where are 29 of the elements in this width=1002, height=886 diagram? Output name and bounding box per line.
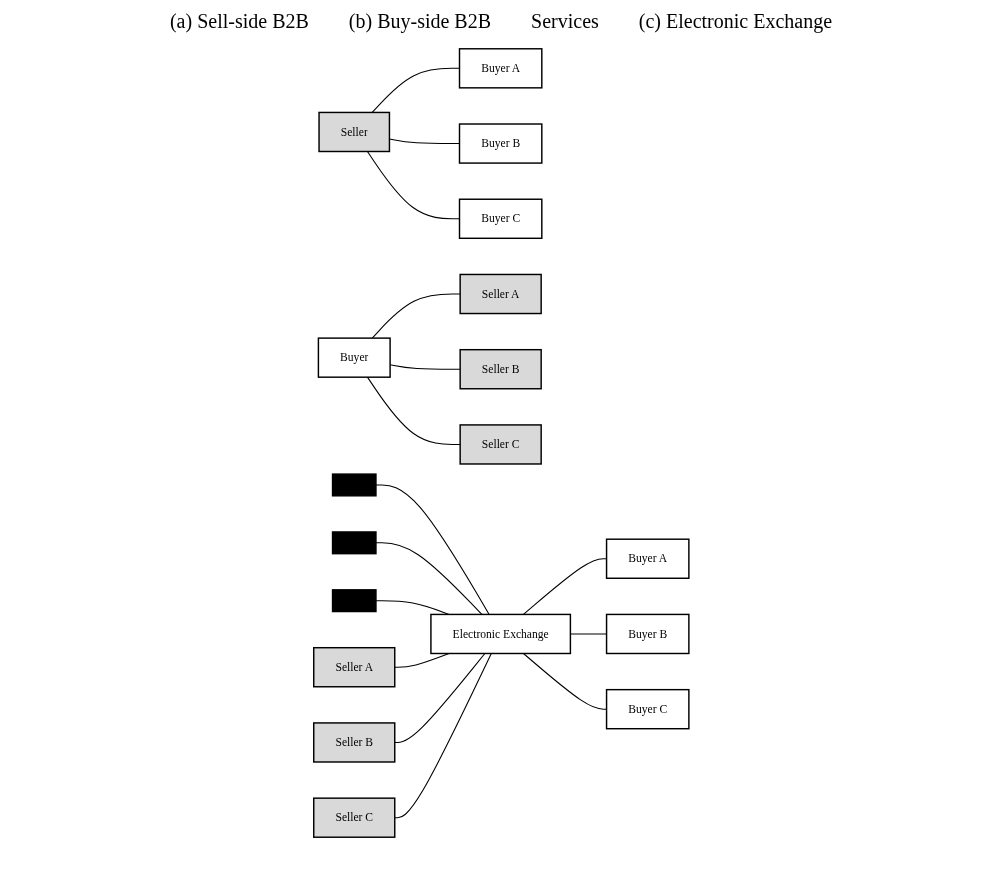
node-box: Buyer A (458, 48, 543, 89)
node-box: Electronic Exchange (429, 613, 571, 655)
node-box: Seller B (459, 348, 542, 390)
node-box: Buyer B (458, 123, 543, 164)
node-box: Seller B (312, 722, 396, 763)
node-box: Seller A (459, 273, 542, 315)
connector (522, 652, 607, 710)
connector (366, 150, 460, 220)
node-box: Seller C (459, 424, 542, 465)
caption-text: (b) Buy-side B2B (348, 10, 492, 33)
caption-text: (a) Sell-side B2B (169, 10, 309, 33)
node-box: Buyer C (458, 198, 543, 240)
node-box: Seller A (312, 646, 396, 688)
caption-text: (c) Electronic Exchange (638, 10, 833, 33)
connector (522, 558, 607, 615)
caption-text: Services (531, 10, 599, 33)
node-box: Seller C (312, 797, 396, 838)
node-box: Buyer (317, 337, 391, 378)
connector (371, 67, 460, 113)
node-box: Buyer C (605, 688, 690, 730)
node-box (331, 589, 377, 613)
node-box (331, 473, 377, 497)
connector (375, 600, 450, 615)
node-box: Buyer A (605, 538, 690, 579)
connector (375, 542, 483, 615)
connector (375, 484, 490, 615)
node-box: Buyer B (605, 613, 690, 655)
node-box: Seller (318, 111, 390, 153)
node-box (331, 531, 377, 555)
